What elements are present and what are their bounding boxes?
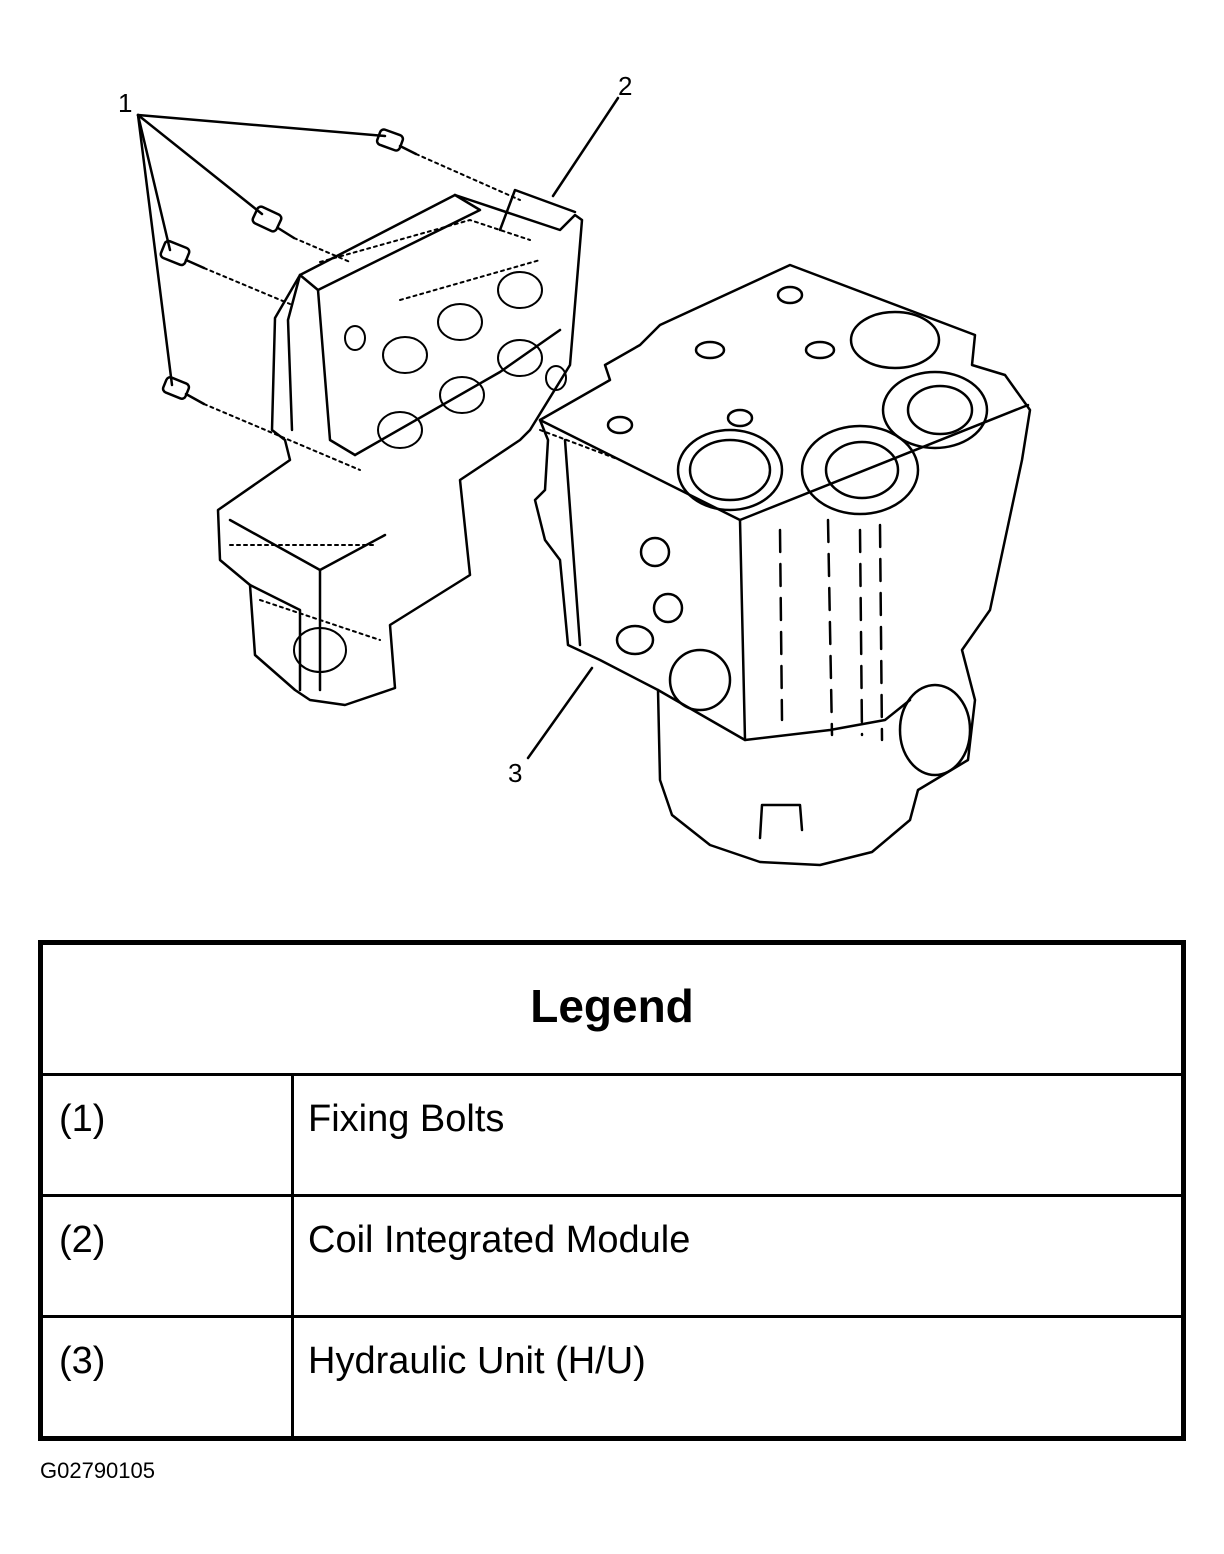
callout-3-leader — [526, 666, 594, 760]
legend-title-cell: Legend — [39, 941, 1185, 1076]
legend-description: Fixing Bolts — [308, 1098, 505, 1140]
abs-exploded-diagram: 1 2 3 — [118, 71, 1032, 867]
bolt-icon — [161, 376, 206, 406]
legend-number: (1) — [59, 1098, 106, 1140]
legend-number-cell: (3) — [39, 1315, 294, 1440]
table-row: (2) Coil Integrated Module — [39, 1194, 1185, 1318]
callout-2-leader — [551, 96, 620, 198]
legend-description-cell: Hydraulic Unit (H/U) — [291, 1315, 1185, 1440]
legend-table: Legend (1) Fixing Bolts (2) Coil Integra… — [38, 940, 1186, 1441]
callout-2: 2 — [618, 71, 632, 101]
legend-number: (2) — [59, 1219, 106, 1261]
bolt-icon — [375, 128, 418, 156]
callout-1-leaders — [136, 113, 387, 387]
figure-code: G02790105 — [40, 1458, 155, 1483]
callout-3: 3 — [508, 758, 522, 788]
legend-title: Legend — [530, 980, 694, 1032]
legend-number-cell: (1) — [39, 1073, 294, 1197]
legend-number: (3) — [59, 1340, 106, 1382]
callout-1: 1 — [118, 88, 132, 118]
legend-description: Hydraulic Unit (H/U) — [308, 1340, 646, 1382]
hydraulic-unit — [533, 263, 1032, 867]
fixing-bolts — [159, 128, 418, 406]
legend-description: Coil Integrated Module — [308, 1219, 691, 1261]
table-row: (3) Hydraulic Unit (H/U) — [39, 1315, 1185, 1440]
bolt-icon — [251, 205, 296, 240]
table-row: (1) Fixing Bolts — [39, 1073, 1185, 1197]
legend-description-cell: Coil Integrated Module — [291, 1194, 1185, 1318]
legend-description-cell: Fixing Bolts — [291, 1073, 1185, 1197]
bolt-icon — [159, 239, 206, 270]
legend-header-row: Legend — [39, 941, 1185, 1076]
legend-number-cell: (2) — [39, 1194, 294, 1318]
coil-integrated-module — [216, 188, 584, 707]
